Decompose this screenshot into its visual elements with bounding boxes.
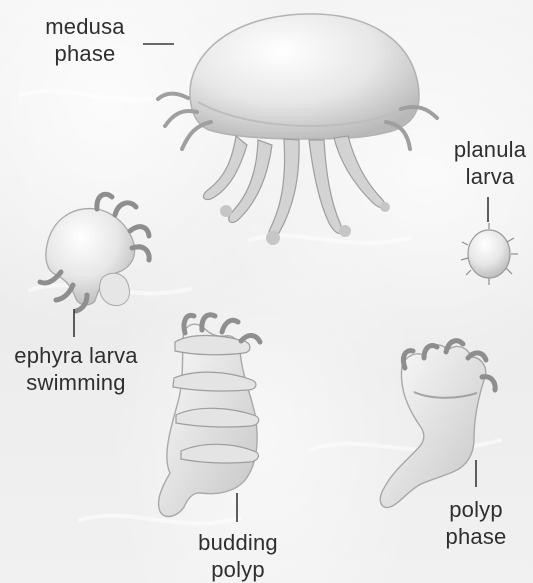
polyp-phase-label: polyp phase	[432, 496, 520, 550]
planula-larva-illustration	[461, 223, 518, 285]
polyp-illustration	[380, 341, 495, 508]
medusa-phase-label: medusa phase	[37, 13, 133, 67]
budding-polyp-label: budding polyp	[186, 529, 290, 583]
medusa-illustration	[158, 14, 437, 245]
budding-polyp-illustration	[159, 315, 260, 517]
ephyra-larva-swimming-label: ephyra larva swimming	[3, 342, 149, 396]
planula-larva-label: planula larva	[447, 136, 533, 190]
